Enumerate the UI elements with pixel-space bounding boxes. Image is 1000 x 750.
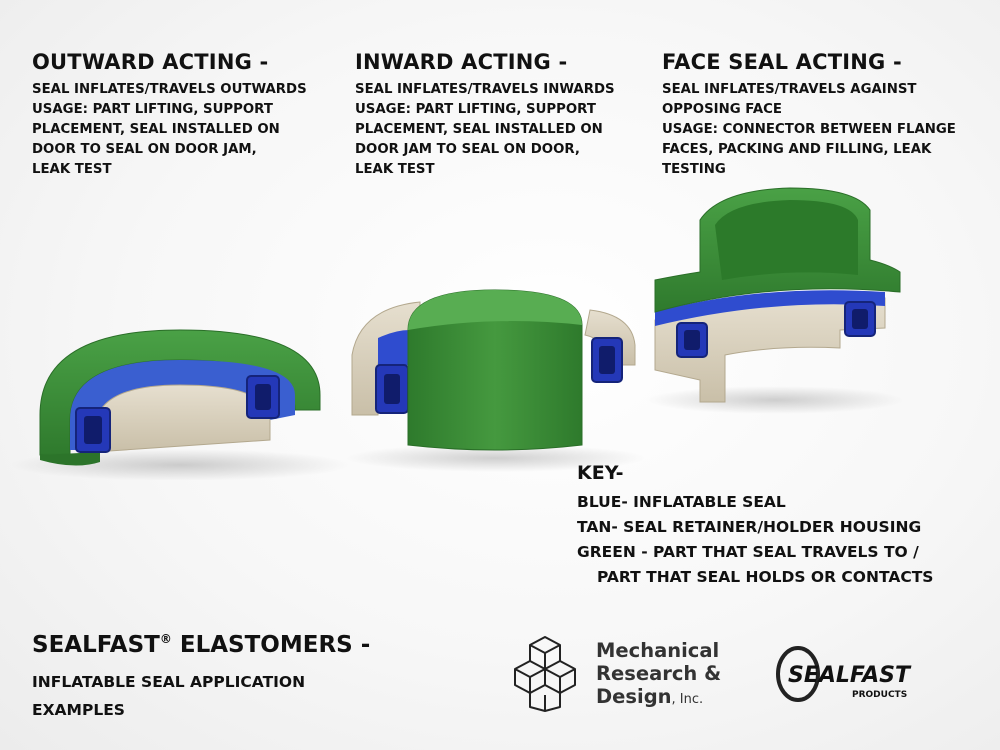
section-line: SEAL INFLATES/TRAVELS OUTWARDS bbox=[32, 82, 307, 97]
section-line: LEAK TEST bbox=[355, 162, 435, 177]
mrd-wordmark: Mechanical Research & Design, Inc. bbox=[596, 639, 721, 711]
main-title: SEALFAST® ELASTOMERS - bbox=[32, 632, 370, 658]
registered-mark: ® bbox=[159, 632, 172, 646]
footer-title: SEALFAST® ELASTOMERS - INFLATABLE SEAL A… bbox=[32, 632, 370, 724]
section-line: SEAL INFLATES/TRAVELS INWARDS bbox=[355, 82, 615, 97]
section-title: INWARD ACTING - bbox=[355, 50, 568, 74]
mrd-line-1: Mechanical bbox=[596, 639, 720, 662]
section-line: PLACEMENT, SEAL INSTALLED ON bbox=[355, 122, 603, 137]
subtitle-line: EXAMPLES bbox=[32, 701, 125, 719]
section-title: OUTWARD ACTING - bbox=[32, 50, 269, 74]
title-rest: ELASTOMERS - bbox=[171, 632, 371, 658]
seal-illustrations bbox=[10, 187, 905, 480]
section-line: PLACEMENT, SEAL INSTALLED ON bbox=[32, 122, 280, 137]
key-line-tan: TAN- SEAL RETAINER/HOLDER HOUSING bbox=[577, 518, 922, 536]
brand-name: SEALFAST bbox=[32, 632, 160, 658]
color-key: KEY- BLUE- INFLATABLE SEAL TAN- SEAL RET… bbox=[577, 462, 933, 590]
mrd-line-2: Research & bbox=[596, 662, 722, 685]
cube-logo-icon bbox=[514, 636, 576, 712]
subtitle-line: INFLATABLE SEAL APPLICATION bbox=[32, 673, 306, 691]
sealfast-logo: SEALFAST PRODUCTS bbox=[776, 646, 912, 702]
mrd-line-3: Design bbox=[596, 685, 672, 708]
sealfast-wordmark: SEALFAST bbox=[788, 663, 912, 688]
face-seal-acting-model bbox=[645, 187, 905, 414]
section-line: USAGE: PART LIFTING, SUPPORT bbox=[32, 102, 273, 117]
section-line: DOOR TO SEAL ON DOOR JAM, bbox=[32, 142, 257, 157]
sealfast-swoosh-icon bbox=[776, 646, 820, 702]
key-line-green-continued: PART THAT SEAL HOLDS OR CONTACTS bbox=[597, 568, 934, 586]
section-line: SEAL INFLATES/TRAVELS AGAINST bbox=[662, 82, 917, 97]
key-line-green: GREEN - PART THAT SEAL TRAVELS TO / bbox=[577, 543, 919, 561]
inward-acting-section: INWARD ACTING - SEAL INFLATES/TRAVELS IN… bbox=[355, 50, 615, 180]
key-title: KEY- bbox=[577, 462, 624, 484]
outward-acting-section: OUTWARD ACTING - SEAL INFLATES/TRAVELS O… bbox=[32, 50, 307, 180]
section-line: LEAK TEST bbox=[32, 162, 112, 177]
mrd-suffix: , Inc. bbox=[671, 692, 704, 707]
outward-acting-model bbox=[10, 329, 350, 480]
section-line: TESTING bbox=[662, 162, 726, 177]
section-title: FACE SEAL ACTING - bbox=[662, 50, 902, 74]
section-line: USAGE: PART LIFTING, SUPPORT bbox=[355, 102, 596, 117]
mrd-logo: Mechanical Research & Design, Inc. bbox=[500, 633, 760, 713]
inward-acting-model bbox=[345, 289, 645, 472]
section-line: DOOR JAM TO SEAL ON DOOR, bbox=[355, 142, 580, 157]
key-line-blue: BLUE- INFLATABLE SEAL bbox=[577, 493, 786, 511]
section-line: USAGE: CONNECTOR BETWEEN FLANGE bbox=[662, 122, 956, 137]
face-seal-acting-section: FACE SEAL ACTING - SEAL INFLATES/TRAVELS… bbox=[662, 50, 956, 180]
section-line: OPPOSING FACE bbox=[662, 102, 782, 117]
sealfast-sub: PRODUCTS bbox=[852, 690, 907, 700]
section-line: FACES, PACKING AND FILLING, LEAK bbox=[662, 142, 932, 157]
